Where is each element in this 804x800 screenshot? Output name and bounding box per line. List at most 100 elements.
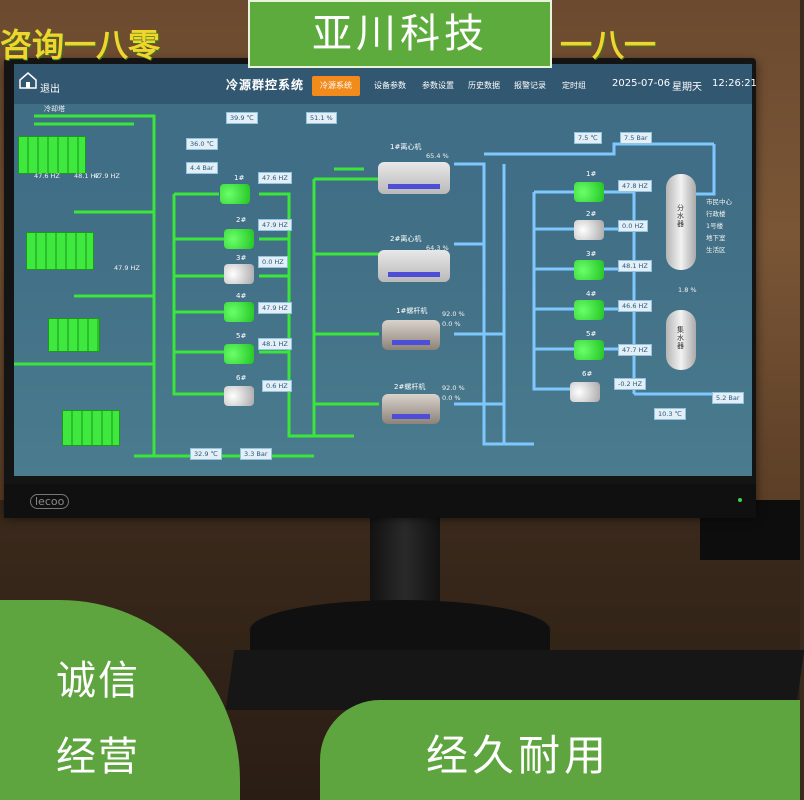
exit-button[interactable]: 退出 (40, 84, 60, 95)
bypass-value: 1.8 % (678, 286, 697, 294)
promo-slogan-1: 诚信 (56, 658, 140, 704)
return-temp: 32.9 ℃ (190, 448, 222, 460)
centrifugal-chiller-2[interactable] (378, 250, 450, 282)
chilled-pump-2-name: 2# (586, 210, 597, 218)
cooling-pump-1-name: 1# (234, 174, 245, 182)
cooling-pump-4[interactable] (224, 302, 254, 322)
cooling-pump-3-name: 3# (236, 254, 247, 262)
chilled-pump-1[interactable] (574, 182, 604, 202)
chilled-pump-3-name: 3# (586, 250, 597, 258)
top-bar (14, 64, 752, 104)
power-led (738, 498, 742, 502)
tab-alarms[interactable]: 报警记录 (514, 81, 546, 90)
supply-header-tank[interactable]: 分水器 (666, 174, 696, 270)
branch-5: 生活区 (706, 246, 726, 254)
chiller-2-name: 2#离心机 (390, 235, 422, 243)
promo-slogan-3: 经久耐用 (426, 731, 611, 780)
return-header-tank[interactable]: 集水器 (666, 310, 696, 370)
monitor-chin (4, 484, 756, 518)
chiller-4-name: 2#螺杆机 (394, 383, 426, 391)
tab-history[interactable]: 历史数据 (468, 81, 500, 90)
clock-display: 12:26:21 (712, 78, 757, 89)
cooling-pump-6[interactable] (224, 386, 254, 406)
cooling-pump-1-freq: 47.6 HZ (258, 172, 292, 184)
cooling-pump-3-freq: 0.0 HZ (258, 256, 288, 268)
chilled-pump-6-freq: -0.2 HZ (614, 378, 647, 390)
chilled-pump-4-name: 4# (586, 290, 597, 298)
branch-4: 地下室 (706, 234, 726, 242)
screw-chiller-1[interactable] (382, 320, 440, 350)
cooling-tower-4[interactable] (62, 410, 120, 446)
cooling-pump-6-name: 6# (236, 374, 247, 382)
return-header-label: 集水器 (677, 326, 684, 350)
cooling-pump-5[interactable] (224, 344, 254, 364)
tower-freq-2: 48.1 HZ (74, 172, 100, 180)
chilled-return-temp: 10.3 ℃ (654, 408, 686, 420)
chilled-pump-2[interactable] (574, 220, 604, 240)
return-pressure: 3.3 Bar (240, 448, 272, 460)
tower-freq-1: 47.6 HZ (34, 172, 60, 180)
cooling-tower-label: 冷却塔 (44, 105, 65, 113)
cooling-pump-4-freq: 47.9 HZ (258, 302, 292, 314)
cooling-tower-1[interactable] (18, 136, 86, 174)
chilled-supply-temp: 7.5 ℃ (574, 132, 602, 144)
system-title: 冷源群控系统 (226, 78, 305, 92)
cooling-pump-2-freq: 47.9 HZ (258, 219, 292, 231)
chiller-4-load: 92.0 % (442, 384, 465, 392)
chilled-pump-5-name: 5# (586, 330, 597, 338)
cooling-supply-temp: 36.0 ℃ (186, 138, 218, 150)
hvac-screen: 退出 冷源群控系统 冷源系统 设备参数 参数设置 历史数据 报警记录 定时组 2… (14, 64, 757, 476)
cooling-tower-2[interactable] (26, 232, 94, 270)
chiller-1-name: 1#离心机 (390, 143, 422, 151)
chilled-supply-pressure: 7.5 Bar (620, 132, 652, 144)
cooling-pump-3[interactable] (224, 264, 254, 284)
promo-slogan-2: 经营 (56, 734, 140, 780)
promo-phone-left: 咨询一八零 (0, 26, 161, 64)
weekday-display: 星期天 (672, 82, 702, 93)
supply-header-label: 分水器 (677, 204, 684, 228)
chiller-2-load: 64.3 % (426, 244, 449, 252)
chilled-pump-4[interactable] (574, 300, 604, 320)
cooling-pump-4-name: 4# (236, 292, 247, 300)
tower-freq-4: 47.9 HZ (114, 264, 140, 272)
home-icon[interactable] (18, 70, 38, 90)
tab-equipment-params[interactable]: 设备参数 (374, 81, 406, 90)
cooling-pump-6-freq: 0.6 HZ (262, 380, 292, 392)
promo-phone-right: 一八一 (560, 26, 657, 64)
chilled-pump-6[interactable] (570, 382, 600, 402)
chilled-pump-5-freq: 47.7 HZ (618, 344, 652, 356)
chilled-pump-4-freq: 46.6 HZ (618, 300, 652, 312)
chilled-pump-3[interactable] (574, 260, 604, 280)
chilled-pump-5[interactable] (574, 340, 604, 360)
screw-chiller-2[interactable] (382, 394, 440, 424)
chilled-pump-1-name: 1# (586, 170, 597, 178)
promo-brand-title: 亚川科技 (248, 0, 552, 68)
branch-1: 市民中心 (706, 198, 732, 206)
date-display: 2025-07-06 (612, 78, 671, 89)
chilled-pump-1-freq: 47.8 HZ (618, 180, 652, 192)
chilled-return-pressure: 5.2 Bar (712, 392, 744, 404)
branch-3: 1号楼 (706, 222, 724, 230)
chiller-3-name: 1#螺杆机 (396, 307, 428, 315)
cooling-pump-5-freq: 48.1 HZ (258, 338, 292, 350)
chiller-3-load: 92.0 % (442, 310, 465, 318)
cooling-pump-2[interactable] (224, 229, 254, 249)
centrifugal-chiller-1[interactable] (378, 162, 450, 194)
chilled-pump-2-freq: 0.0 HZ (618, 220, 648, 232)
tab-cooling-system[interactable]: 冷源系统 (312, 76, 360, 96)
cooling-tower-3[interactable] (48, 318, 100, 352)
cooling-pump-2-name: 2# (236, 216, 247, 224)
chiller-1-load: 65.4 % (426, 152, 449, 160)
branch-2: 行政楼 (706, 210, 726, 218)
top-value-percent: 51.1 % (306, 112, 337, 124)
tower-freq-3: 47.9 HZ (94, 172, 120, 180)
tab-param-settings[interactable]: 参数设置 (422, 81, 454, 90)
tab-timer-group[interactable]: 定时组 (562, 81, 586, 90)
chiller-4-load2: 0.0 % (442, 394, 461, 402)
cooling-pump-1[interactable] (220, 184, 250, 204)
chilled-pump-6-name: 6# (582, 370, 593, 378)
monitor-brand-logo: lecoo (30, 494, 70, 509)
cooling-pump-5-name: 5# (236, 332, 247, 340)
cooling-flow-pressure: 4.4 Bar (186, 162, 218, 174)
chilled-pump-3-freq: 48.1 HZ (618, 260, 652, 272)
